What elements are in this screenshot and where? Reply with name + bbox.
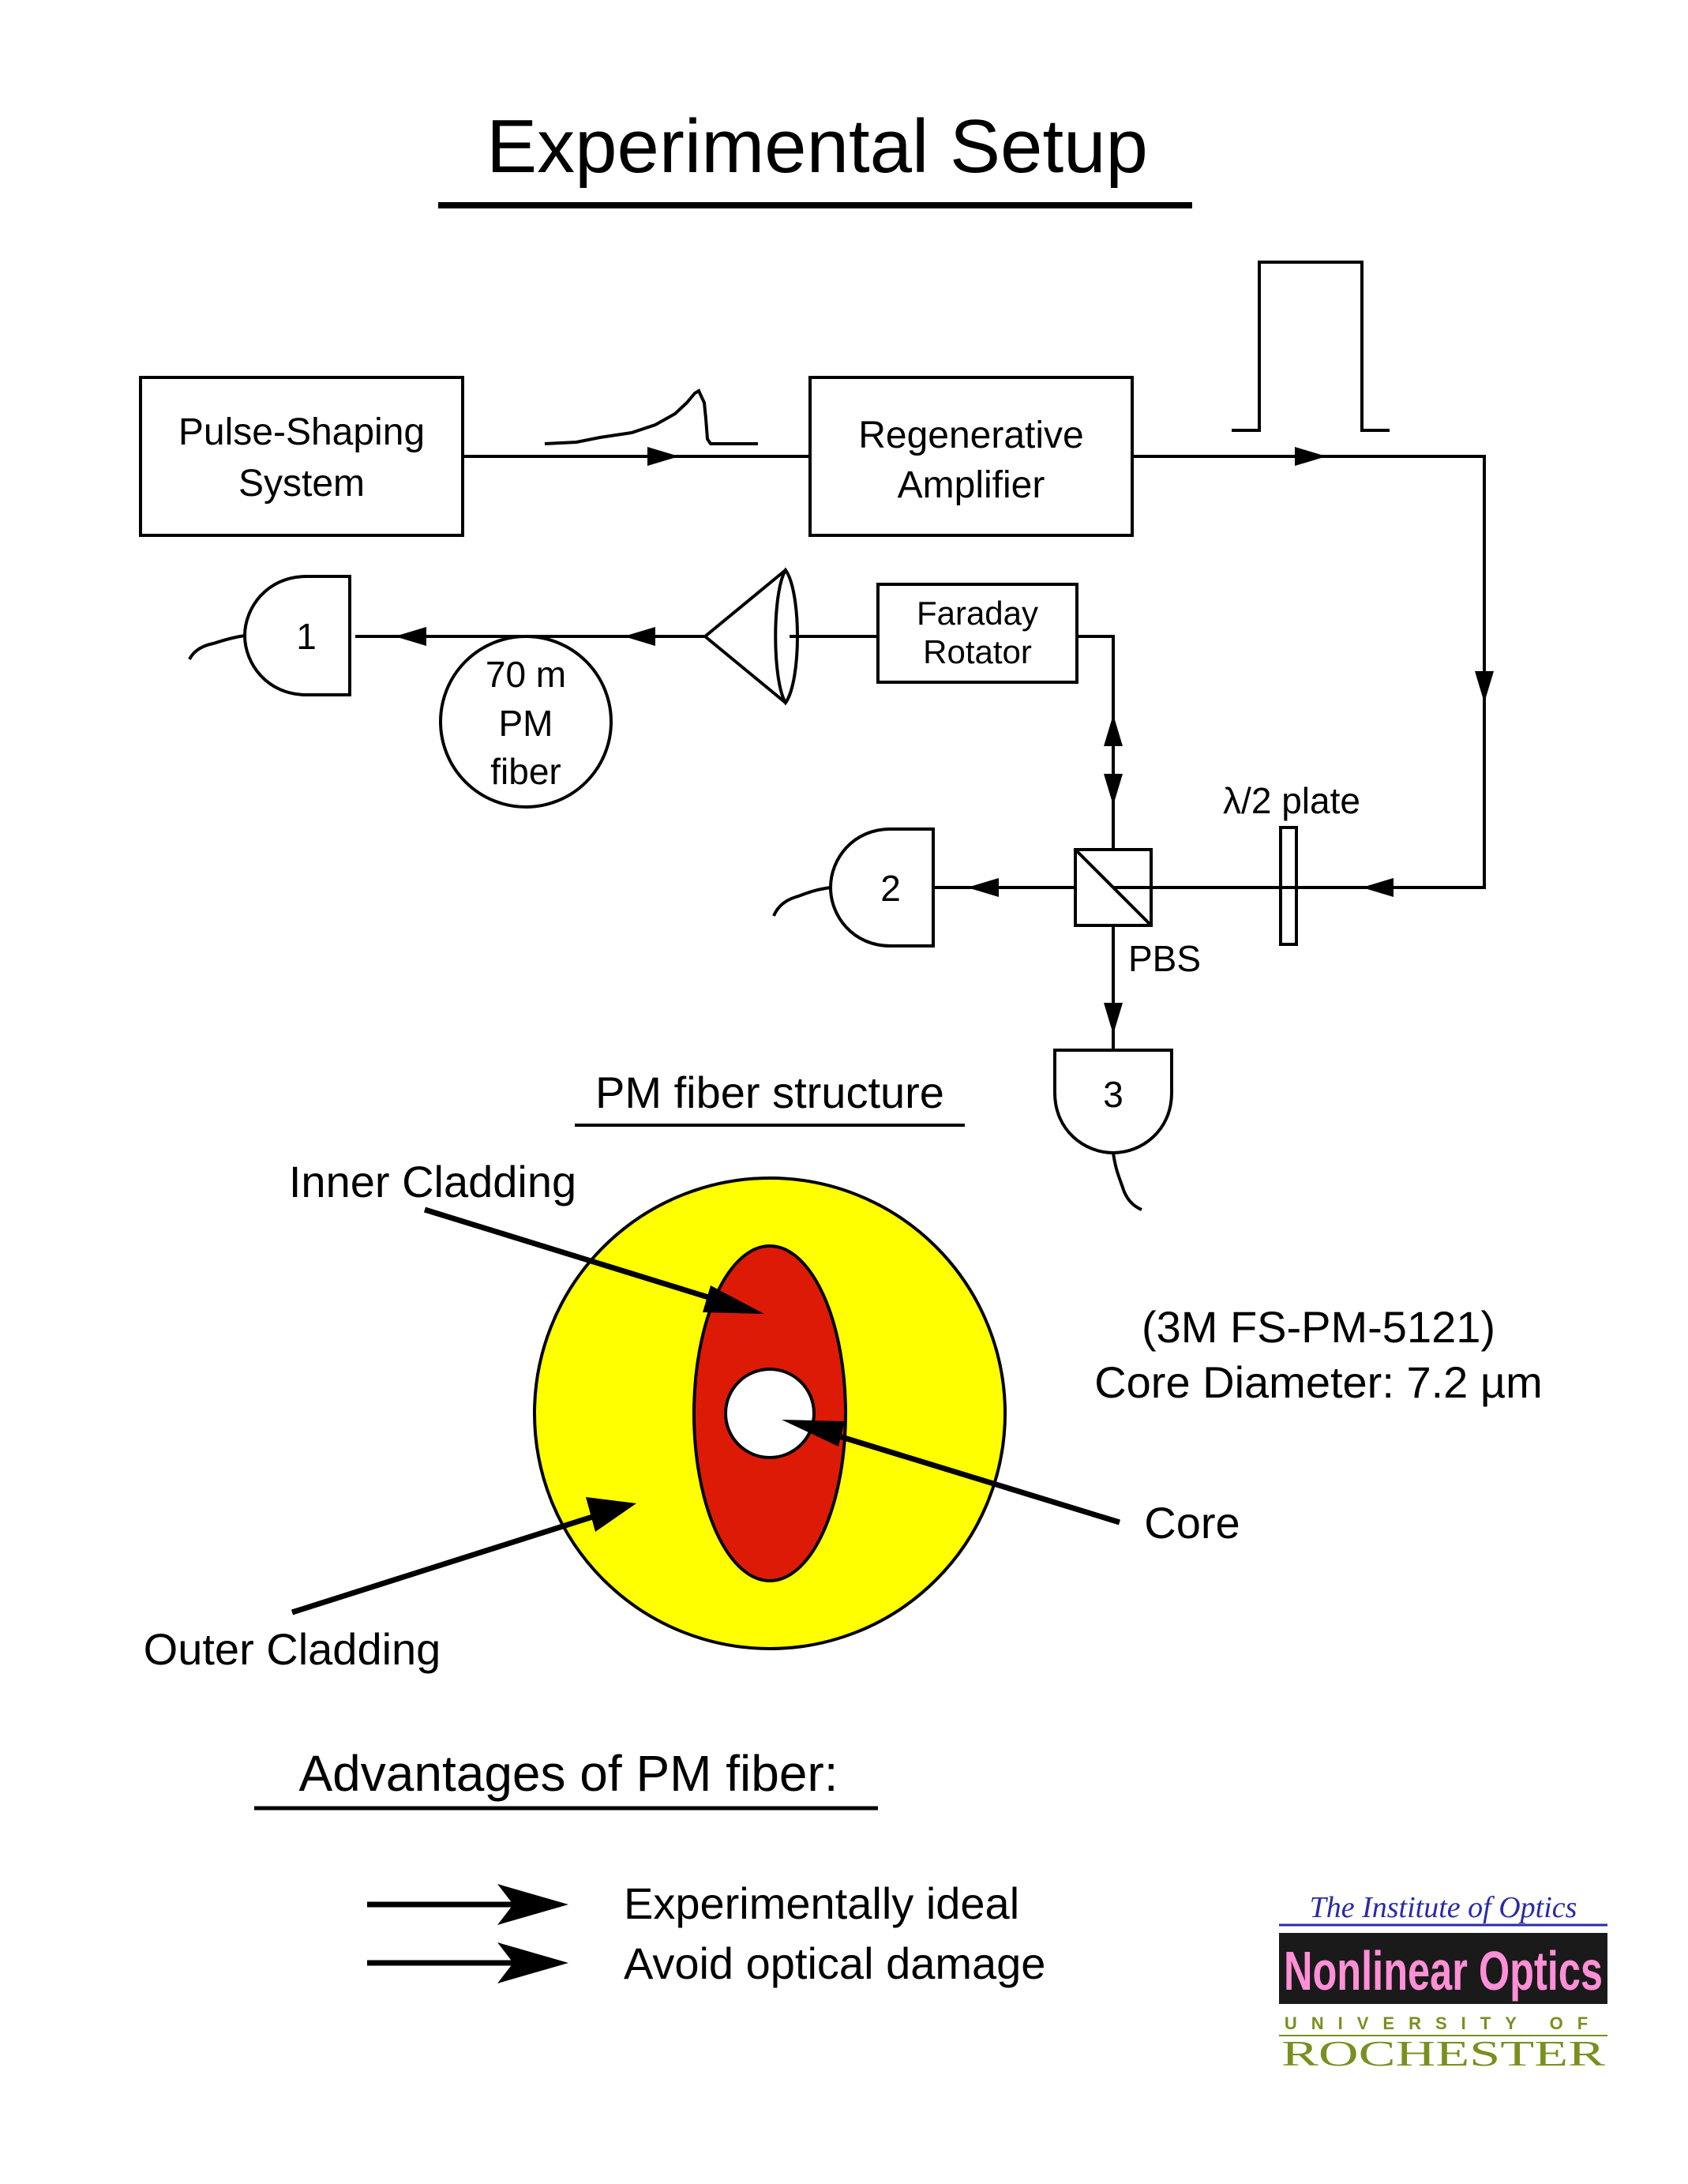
advantage-item-1: Experimentally ideal — [624, 1878, 1019, 1928]
page-title: Experimental Setup — [486, 104, 1148, 189]
logo-top-text: The Institute of Optics — [1310, 1891, 1577, 1924]
pm-fiber-spool: 70 m PM fiber — [439, 635, 613, 809]
coupling-lens — [703, 567, 799, 706]
fiber-label-2: PM — [499, 703, 553, 744]
logo-middle-text: Nonlinear Optics — [1284, 1940, 1603, 2002]
core-diameter-label: Core Diameter: 7.2 µm — [1094, 1357, 1543, 1407]
beam-arrowhead — [1104, 715, 1123, 746]
outer-cladding-label: Outer Cladding — [144, 1624, 441, 1674]
fiber-label-1: 70 m — [486, 654, 566, 695]
detector-2-label: 2 — [880, 868, 901, 909]
fiber-cross-section — [533, 1176, 1007, 1650]
pointer-arrowhead — [586, 1497, 636, 1532]
beam-arrowhead — [624, 627, 655, 646]
faraday-label-1: Faraday — [917, 595, 1038, 632]
inner-cladding-label: Inner Cladding — [289, 1157, 576, 1206]
square-pulse-waveform — [1232, 261, 1390, 432]
pulse-shaping-label-2: System — [238, 463, 365, 505]
beam-arrowhead — [1362, 878, 1394, 897]
beam-arrowhead — [647, 447, 679, 466]
faraday-rotator: Faraday Rotator — [876, 583, 1078, 684]
institute-logo: The Institute of Optics Nonlinear Optics… — [1279, 1891, 1607, 2073]
beam-arrowhead — [967, 878, 999, 897]
inner-cladding-pointer — [423, 1206, 728, 1306]
beam-arrowhead — [1104, 1003, 1123, 1034]
core-label: Core — [1144, 1498, 1240, 1548]
beam-arrowhead — [395, 627, 426, 646]
regen-label-1: Regenerative — [858, 415, 1084, 456]
regen-label-2: Amplifier — [898, 464, 1045, 506]
advantage-item-2: Avoid optical damage — [624, 1938, 1045, 1988]
detector-1: 1 — [188, 575, 351, 696]
fiber-label-3: fiber — [490, 751, 561, 792]
detector-2: 2 — [772, 827, 935, 948]
advantage-arrowhead-1 — [497, 1884, 568, 1925]
beam-amp-to-pbs — [1113, 455, 1486, 889]
beam-arrowhead — [1475, 671, 1494, 703]
shaped-pulse-waveform — [544, 388, 758, 445]
pulse-shaping-system: Pulse-Shaping System — [139, 376, 464, 537]
faraday-label-2: Rotator — [923, 633, 1032, 670]
logo-university-text: UNIVERSITY OF — [1285, 2013, 1602, 2033]
pointer-arrowhead — [782, 1420, 845, 1447]
regenerative-amplifier: Regenerative Amplifier — [808, 376, 1134, 537]
beam-arrowhead — [1295, 447, 1326, 466]
advantage-arrowhead-2 — [497, 1942, 568, 1983]
core-pointer — [820, 1428, 1121, 1525]
fiber-structure-heading: PM fiber structure — [595, 1068, 944, 1117]
detector-1-label: 1 — [296, 616, 317, 657]
detector-3: 3 — [1053, 1049, 1173, 1211]
detector-3-label: 3 — [1103, 1074, 1123, 1115]
pbs-label: PBS — [1128, 938, 1201, 979]
pointer-arrowhead — [703, 1285, 764, 1314]
advantages-heading: Advantages of PM fiber: — [298, 1745, 838, 1802]
outer-cladding-pointer — [291, 1511, 602, 1615]
core-region — [724, 1368, 816, 1459]
logo-bottom-text: ROCHESTER — [1281, 2033, 1605, 2073]
fiber-model-label: (3M FS-PM-5121) — [1142, 1302, 1495, 1352]
pulse-shaping-label-1: Pulse-Shaping — [178, 411, 425, 453]
beam-arrowhead — [1104, 774, 1123, 805]
half-wave-plate-label: λ/2 plate — [1223, 780, 1360, 821]
